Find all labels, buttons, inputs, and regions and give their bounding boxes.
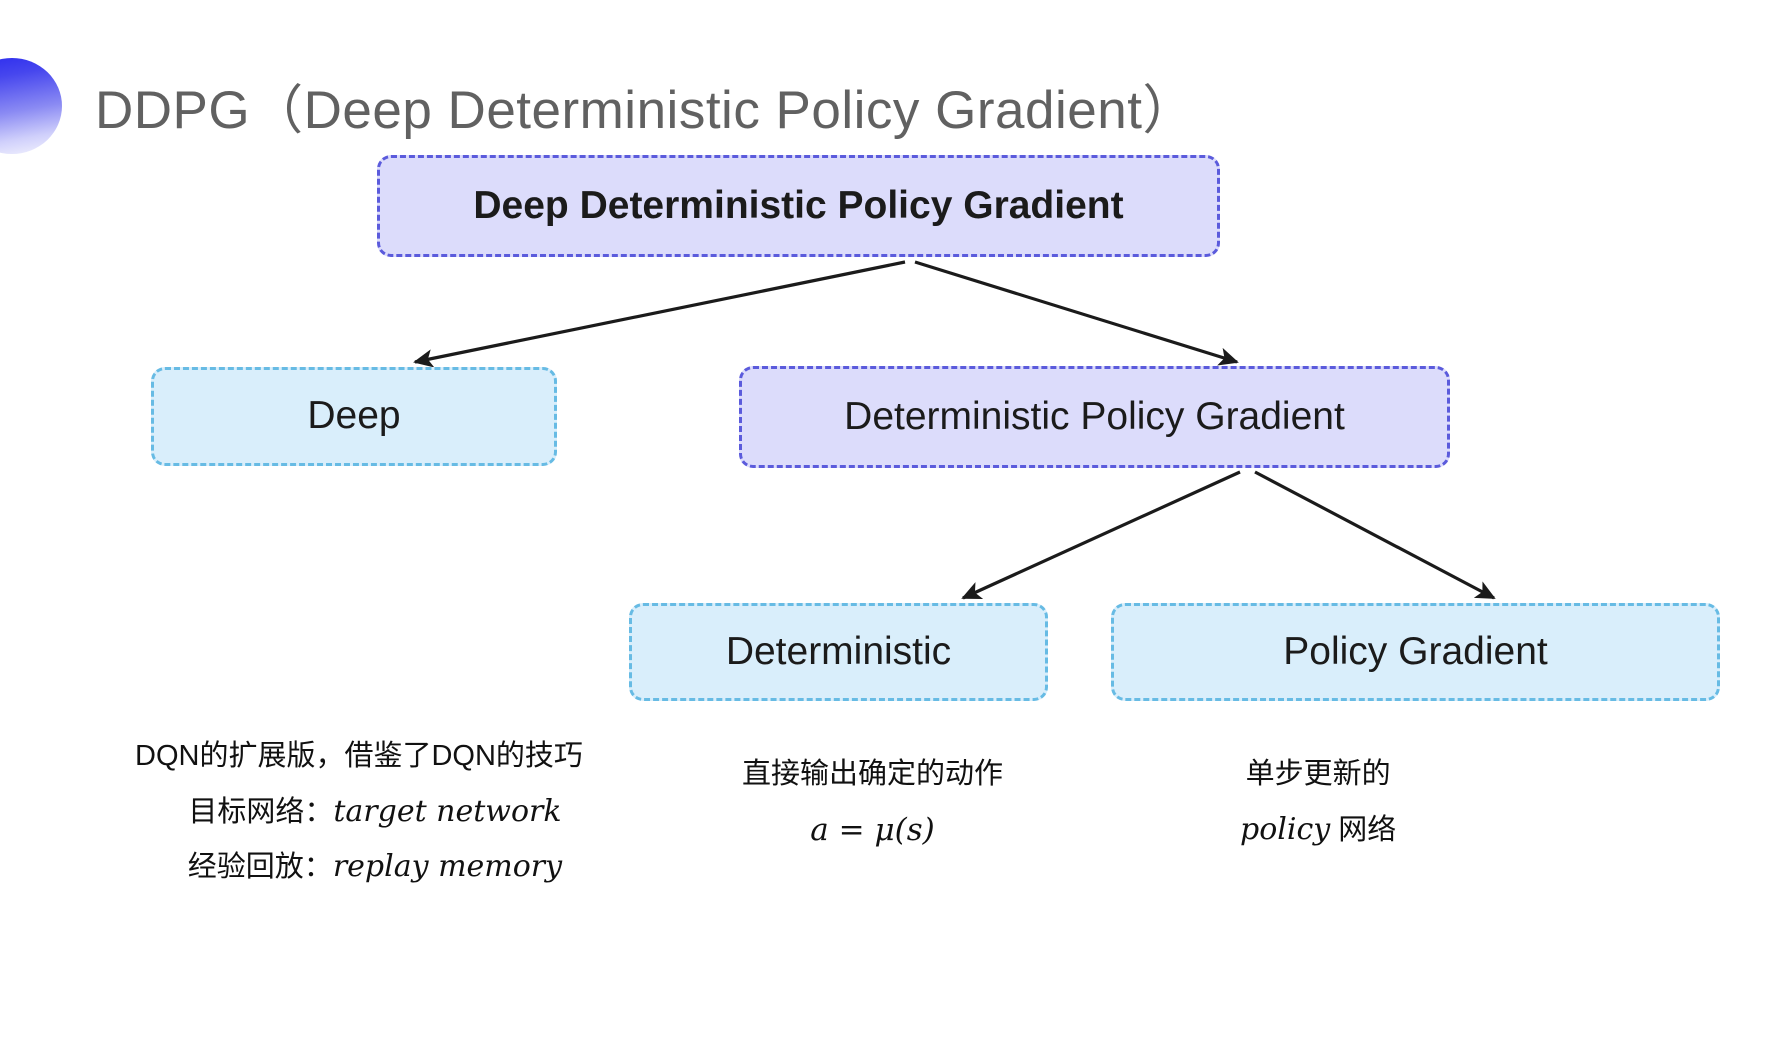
edge-dpg-to-deterministic: [961, 470, 1241, 600]
caption-deep-line2-label: 目标网络：: [188, 795, 334, 828]
caption-policy-gradient: 单步更新的 policy 网络: [1240, 748, 1396, 857]
caption-deep-line2: 目标网络：target network: [135, 784, 583, 840]
gradient-circle-bullet-icon: [0, 58, 62, 154]
edge-root-to-dpg: [914, 260, 1239, 366]
caption-deep-line1: DQN的扩展版，借鉴了DQN的技巧: [135, 740, 583, 772]
caption-deep: DQN的扩展版，借鉴了DQN的技巧 目标网络：target network 经验…: [135, 730, 583, 895]
node-deep-deterministic-policy-gradient[interactable]: Deep Deterministic Policy Gradient: [377, 155, 1220, 257]
node-deterministic[interactable]: Deterministic: [629, 603, 1048, 701]
node-deep[interactable]: Deep: [151, 367, 557, 466]
caption-deterministic: 直接输出确定的动作 a = μ(s): [742, 748, 1003, 859]
caption-deep-line2-term: target network: [333, 793, 562, 829]
caption-deterministic-line1: 直接输出确定的动作: [742, 758, 1004, 790]
caption-deep-line3: 经验回放：replay memory: [135, 839, 583, 895]
node-deterministic-policy-gradient[interactable]: Deterministic Policy Gradient: [739, 366, 1450, 468]
caption-policy-gradient-line1: 单步更新的: [1245, 758, 1391, 790]
caption-policy-gradient-suffix: 网络: [1330, 813, 1397, 846]
page-title: DDPG（Deep Deterministic Policy Gradient）: [95, 81, 1196, 140]
edge-dpg-to-policy-gradient: [1254, 470, 1496, 600]
caption-deep-line3-term: replay memory: [332, 849, 563, 885]
caption-policy-gradient-line2: policy 网络: [1240, 802, 1396, 858]
edge-root-to-deep: [413, 260, 906, 368]
caption-deep-line3-label: 经验回放：: [187, 851, 333, 884]
caption-deterministic-formula: a = μ(s): [810, 811, 935, 848]
caption-policy-gradient-term: policy: [1240, 811, 1331, 847]
node-policy-gradient[interactable]: Policy Gradient: [1111, 603, 1720, 701]
